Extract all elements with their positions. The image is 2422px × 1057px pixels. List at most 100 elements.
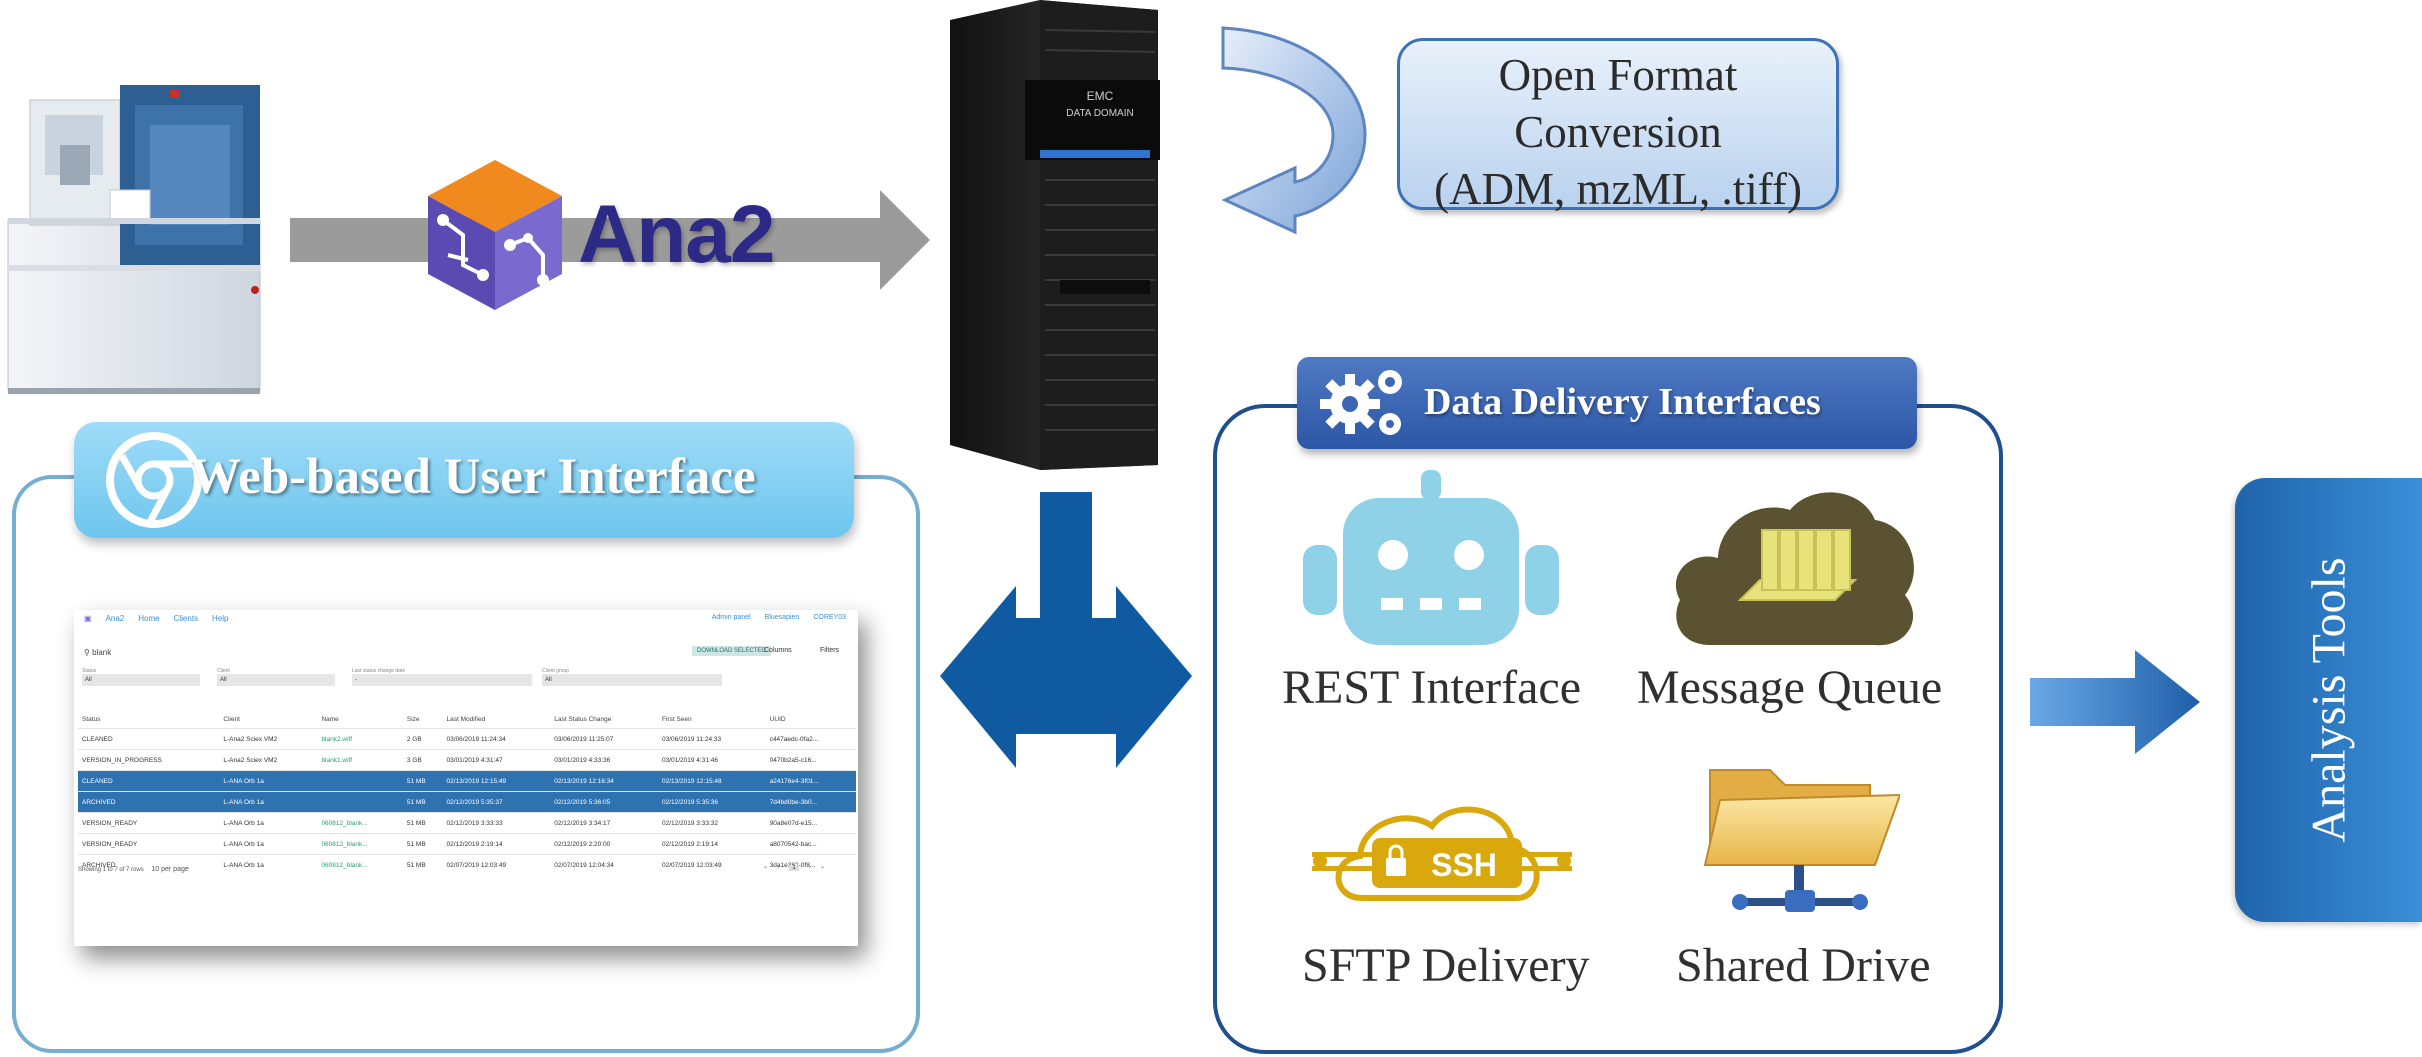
table-cell: ARCHIVED <box>78 854 220 875</box>
table-cell: 3 GB <box>402 749 443 771</box>
table-cell[interactable] <box>317 791 403 813</box>
filter-select[interactable]: All <box>217 674 335 686</box>
first-page-button[interactable]: « <box>764 865 768 871</box>
web-ui-title: Web-based User Interface <box>190 449 756 505</box>
chrome-icon <box>106 432 202 528</box>
filter-select[interactable]: - <box>352 674 532 686</box>
table-cell: 02/12/2019 2:19:14 <box>657 833 766 855</box>
shared-drive-label: Shared Drive <box>1676 939 1931 992</box>
table-cell: 03/01/2019 4:33:36 <box>550 749 658 771</box>
nav-help[interactable]: Help <box>212 614 229 623</box>
table-cell: CLEANED <box>78 770 220 792</box>
ssh-cloud-icon: SSH <box>1312 806 1572 901</box>
nav-ana2[interactable]: Ana2 <box>105 614 125 623</box>
app-nav-right: Admin panel Bluesapien COREY03 <box>712 614 846 621</box>
next-page-button[interactable]: › <box>808 865 811 871</box>
gears-icon <box>1320 370 1402 435</box>
shared-folder-icon <box>1703 769 1900 912</box>
storage-server-icon: EMC DATA DOMAIN <box>950 0 1160 470</box>
data-delivery-header <box>1297 357 1917 449</box>
table-cell: c447aedc-0fa2... <box>765 728 856 750</box>
table-footer: Showing 1 to 7 of 7 rows 10 per page <box>78 866 189 873</box>
download-selected-button[interactable]: DOWNLOAD SELECTED <box>692 646 771 656</box>
table-cell: 02/12/2019 5:36:05 <box>550 791 658 813</box>
mass-spectrometer-icon <box>7 85 261 394</box>
table-cell[interactable]: blank1.wiff <box>317 749 403 771</box>
table-cell: 03/06/2019 11:24:33 <box>657 728 766 750</box>
table-header-row: Status Client Name Size Last Modified Last St… <box>78 710 856 729</box>
table-cell: 51 MB <box>402 770 443 792</box>
table-header-cell[interactable]: Last Modified <box>446 715 486 723</box>
table-cell[interactable]: 060812_blank... <box>317 812 403 834</box>
table-cell: 51 MB <box>402 812 443 834</box>
search-input[interactable]: ⚲ blank <box>84 648 111 657</box>
prev-page-button[interactable]: ‹ <box>777 865 780 871</box>
app-logo-icon: ▣ <box>84 614 92 623</box>
filter-select[interactable]: All <box>82 674 200 686</box>
gray-flow-arrow <box>290 190 930 290</box>
table-cell: L-ANA Orb 1a <box>219 770 318 792</box>
curved-return-arrow <box>1221 26 1367 235</box>
filter-label: Status <box>82 668 97 674</box>
table-cell: CLEANED <box>78 728 220 750</box>
files-table: Status Client Name Size Last Modified Last St… <box>78 710 856 875</box>
table-header-cell[interactable]: Client <box>223 715 240 723</box>
table-cell: VERSION_IN_PROGRESS <box>78 749 220 771</box>
table-header-cell[interactable]: UUID <box>769 715 786 723</box>
table-cell: 03/06/2019 11:24:34 <box>442 728 551 750</box>
nav-home[interactable]: Home <box>138 614 160 623</box>
output-arrow <box>2030 650 2200 754</box>
filter-client[interactable]: Client All <box>217 668 335 686</box>
table-header-cell[interactable]: First Seen <box>661 715 692 723</box>
table-cell: L-ANA Orb 1a <box>219 791 318 813</box>
filter-select[interactable]: All <box>542 674 722 686</box>
bidirectional-data-arrows <box>940 492 1192 768</box>
table-cell[interactable]: blank2.wiff <box>317 728 403 750</box>
web-ui-header <box>74 422 854 538</box>
table-cell: 02/12/2019 3:33:32 <box>657 812 766 834</box>
table-cell: 51 MB <box>402 833 443 855</box>
message-queue-label: Message Queue <box>1637 661 1943 714</box>
table-cell: L-Ana2 Sciex VM2 <box>219 728 318 750</box>
table-cell: 02/07/2019 12:04:34 <box>550 854 658 875</box>
filter-date[interactable]: Last status change date - <box>352 668 532 686</box>
filter-label: Client <box>217 668 230 674</box>
app-screenshot: ▣ Ana2 Home Clients Help Admin panel Blu… <box>74 610 858 946</box>
table-header-cell[interactable]: Last Status Change <box>554 715 612 723</box>
nav-clients[interactable]: Clients <box>173 614 199 623</box>
columns-button[interactable]: Columns <box>764 647 792 654</box>
nav-admin-panel[interactable]: Admin panel <box>711 614 751 621</box>
table-cell[interactable] <box>317 770 403 792</box>
filters-button[interactable]: Filters <box>820 647 840 654</box>
table-cell: 90a8e07d-e15... <box>765 812 856 834</box>
filter-client-group[interactable]: Client group All <box>542 668 722 686</box>
filter-status[interactable]: Status All <box>82 668 200 686</box>
nav-user[interactable]: COREY03 <box>813 614 846 621</box>
table-cell: 02/13/2019 12:16:34 <box>550 770 658 792</box>
current-page[interactable]: 1 <box>789 865 799 871</box>
table-cell: 02/07/2019 12:03:49 <box>657 854 766 875</box>
table-cell[interactable]: 060812_blank... <box>317 854 403 875</box>
table-cell: 03/06/2019 11:25:07 <box>550 728 658 750</box>
last-page-button[interactable]: » <box>820 865 825 871</box>
filter-label: Client group <box>542 668 569 674</box>
per-page-select[interactable]: 10 per page <box>151 866 189 873</box>
table-header-cell[interactable]: Name <box>321 715 339 723</box>
table-cell: 51 MB <box>402 854 443 875</box>
table-cell: 02/12/2019 3:34:17 <box>550 812 658 834</box>
filter-label: Last status change date <box>352 668 406 674</box>
table-header-cell[interactable]: Size <box>406 715 420 723</box>
nav-bluesapien[interactable]: Bluesapien <box>764 614 800 621</box>
table-header-cell[interactable]: Status <box>82 715 101 723</box>
table-cell[interactable]: 060812_blank... <box>317 833 403 855</box>
sftp-delivery-label: SFTP Delivery <box>1302 939 1590 992</box>
robot-icon <box>1303 470 1559 645</box>
